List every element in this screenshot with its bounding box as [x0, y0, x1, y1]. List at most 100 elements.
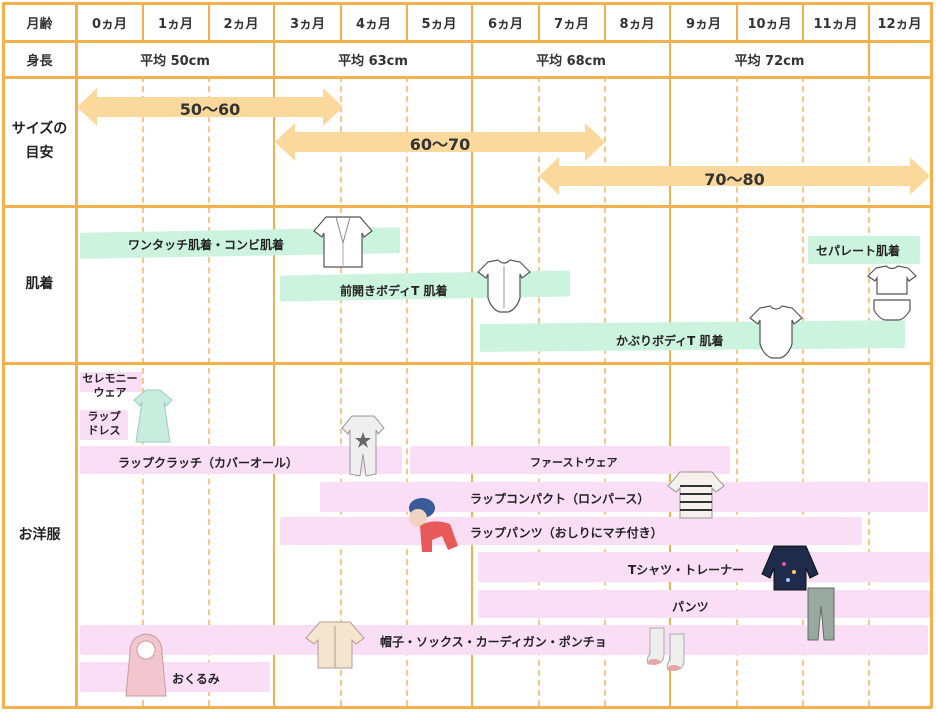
grid-line: [930, 2, 933, 708]
coverall-icon: [341, 415, 385, 477]
header-corner: 月齢: [26, 16, 53, 32]
pants-icon: [807, 587, 835, 641]
grid-line: [2, 2, 932, 5]
grid-dash: [604, 76, 606, 706]
band-ceremony: [80, 372, 142, 392]
grid-line: [208, 2, 210, 40]
average-height: 平均 72cm: [734, 54, 805, 69]
grid-line: [669, 2, 671, 76]
grid-line: [2, 2, 5, 708]
underwear-item: かぶりボディT 肌着: [616, 334, 724, 348]
band-accessories: [80, 625, 928, 655]
underwear-item: 前開きボディT 肌着: [340, 284, 448, 298]
grid-dash: [340, 76, 342, 706]
average-height: 平均 68cm: [536, 54, 606, 69]
size-arrow-50-60: [77, 88, 343, 126]
pullover-bodysuit-icon: [749, 305, 803, 359]
size-arrow-label: 60〜70: [409, 135, 471, 154]
ceremony-wear-line1: セレモニー: [82, 372, 138, 385]
grid-line: [2, 205, 932, 208]
average-height: 平均 50cm: [140, 54, 210, 69]
wrap-dress-label: ラップ ドレス: [80, 410, 128, 439]
clothes-item: ファーストウェア: [530, 456, 618, 469]
striped-romper-icon: [667, 471, 725, 519]
grid-line: [471, 76, 473, 708]
ceremony-dress-icon: [133, 389, 173, 443]
socks-icon: [646, 627, 685, 671]
band-swaddle: [80, 662, 270, 692]
size-arrow-60-70: [275, 123, 605, 161]
grid-dash: [538, 76, 540, 706]
month-header: 11ヵ月: [813, 16, 858, 32]
underwear-item: セパレート肌着: [816, 244, 901, 258]
underwear-item: ワンタッチ肌着・コンビ肌着: [128, 238, 285, 252]
grid-dash: [142, 76, 144, 706]
month-header: 4ヵ月: [355, 16, 392, 32]
kimono-undershirt-icon: [313, 216, 373, 268]
month-header: 10ヵ月: [747, 16, 792, 32]
month-header: 9ヵ月: [685, 16, 722, 32]
month-header: 7ヵ月: [553, 16, 590, 32]
band-wrap-pants: [280, 517, 862, 545]
grid-line: [340, 2, 342, 40]
grid-dash: [868, 76, 870, 706]
ceremony-wear-label: セレモニー ウェア: [78, 372, 142, 401]
grid-line: [2, 76, 932, 79]
grid-line: [868, 2, 870, 76]
grid-dash: [208, 76, 210, 706]
clothes-item: ラップパンツ（おしりにマチ付き）: [470, 526, 663, 540]
band-pants: [478, 590, 930, 618]
sweatshirt-icon: [761, 545, 819, 591]
cardigan-icon: [305, 621, 365, 669]
size-arrow-label: 70〜80: [704, 170, 765, 189]
grid-line: [142, 2, 144, 40]
grid-line: [75, 2, 78, 708]
size-guide-label-line1: サイズの: [11, 121, 68, 138]
month-header: 5ヵ月: [421, 16, 457, 32]
band-first-wear: [410, 446, 730, 474]
ceremony-wear-line2: ウェア: [93, 386, 127, 400]
grid-line: [538, 2, 540, 40]
month-header: 8ヵ月: [619, 16, 655, 32]
grid-line: [802, 2, 804, 40]
band-wrap-dress: [80, 410, 128, 440]
grid-line: [669, 76, 671, 708]
grid-line: [471, 2, 473, 76]
band-separate: [808, 236, 920, 264]
grid-line: [406, 2, 408, 40]
grid-dash: [736, 76, 738, 706]
clothes-item: ラップコンパクト（ロンパース）: [470, 492, 650, 506]
size-arrow-70-80: [539, 157, 930, 195]
grid-line: [736, 2, 738, 40]
height-label: 身長: [26, 54, 53, 69]
clothes-item: ラップクラッチ（カバーオール）: [118, 456, 299, 470]
grid-dash: [802, 76, 804, 706]
front-open-bodysuit-icon: [477, 259, 531, 313]
clothes-item: 帽子・ソックス・カーディガン・ポンチョ: [380, 635, 607, 649]
swaddle-icon: [125, 633, 167, 697]
grid-line: [273, 76, 275, 708]
clothes-item: おくるみ: [172, 672, 220, 686]
size-guide-label-line2: 目安: [25, 145, 54, 161]
underwear-label: 肌着: [25, 276, 54, 293]
month-header: 1ヵ月: [157, 16, 194, 32]
month-header: 12ヵ月: [877, 16, 922, 32]
clothes-label: お洋服: [18, 526, 61, 543]
grid-line: [2, 706, 932, 709]
month-header: 0ヵ月: [91, 16, 128, 32]
wrap-dress-line1: ラップ: [87, 410, 121, 423]
grid-line: [273, 2, 275, 76]
wrap-dress-line2: ドレス: [87, 424, 121, 438]
size-guide-label: サイズの 目安: [4, 79, 75, 205]
grid-line: [2, 40, 932, 43]
separate-undershirt-icon: [867, 265, 917, 321]
month-header: 3ヵ月: [289, 16, 326, 32]
average-height: 平均 63cm: [338, 54, 408, 69]
month-header: 2ヵ月: [223, 16, 259, 32]
size-arrow-label: 50〜60: [179, 100, 241, 119]
clothes-item: Tシャツ・トレーナー: [628, 563, 745, 577]
clothes-item: パンツ: [672, 600, 709, 614]
band-wrap-clutch: [80, 446, 402, 474]
month-header: 6ヵ月: [487, 16, 524, 32]
